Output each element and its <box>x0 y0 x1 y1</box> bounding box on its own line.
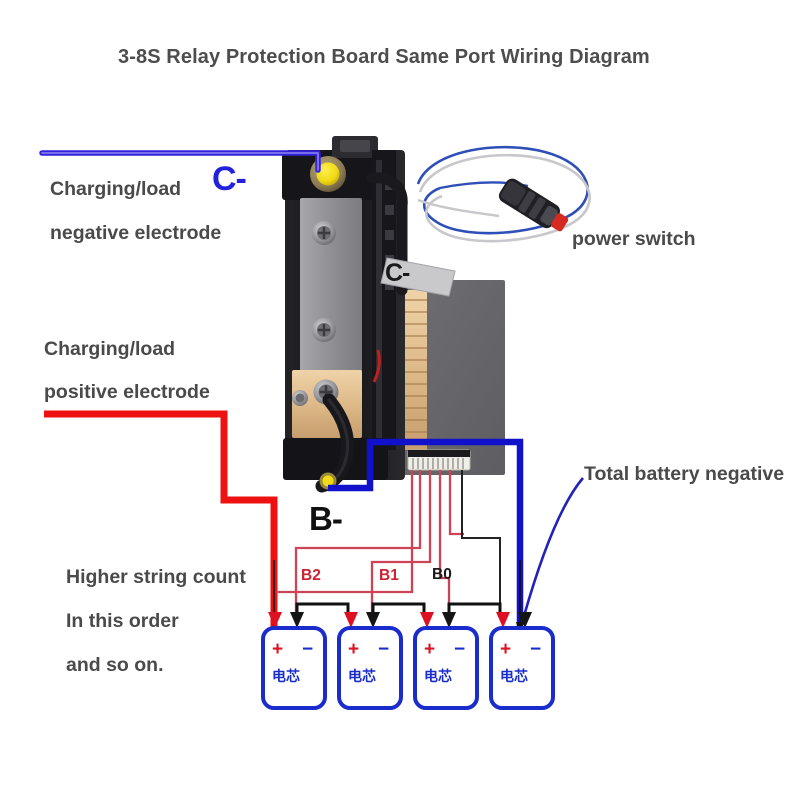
battery-cell <box>261 612 327 710</box>
page-title: 3-8S Relay Protection Board Same Port Wi… <box>118 46 650 68</box>
callout-line-total-battery-negative <box>522 477 584 617</box>
marker-c-minus-callout: C- <box>212 160 247 198</box>
protection-board-module <box>282 136 505 493</box>
cell-name-label: 电芯 <box>348 669 376 685</box>
switch-red-button <box>550 213 569 232</box>
cell-positive-terminal <box>496 612 510 628</box>
cell-negative-terminal <box>442 612 456 628</box>
cell-name-label: 电芯 <box>424 669 452 685</box>
switch-wire-tail <box>417 198 500 218</box>
label-charging-load-positive-line2: positive electrode <box>44 381 210 403</box>
board-relay-stack <box>372 150 396 450</box>
label-power-switch: power switch <box>572 228 696 250</box>
marker-b-minus: B- <box>309 500 343 537</box>
marker-c-minus-board-tag: C- <box>385 259 410 287</box>
cell-minus-sign: − <box>530 639 542 660</box>
label-order-line3: and so on. <box>66 654 164 676</box>
wire-charging-load-negative <box>39 150 321 173</box>
cell-negative-terminal <box>518 612 532 628</box>
cell-minus-sign: − <box>378 639 390 660</box>
battery-cell <box>489 612 555 710</box>
heatsink-screw-top <box>312 221 336 245</box>
board-terminal-strip-teeth <box>405 299 427 433</box>
cell-minus-sign: − <box>302 639 314 660</box>
power-switch-assembly[interactable] <box>416 145 591 243</box>
balance-tap-label-b0: B0 <box>432 566 452 583</box>
label-order-line1: Higher string count <box>66 566 246 588</box>
switch-body[interactable] <box>496 176 572 237</box>
cell-name-label: 电芯 <box>500 669 528 685</box>
switch-wire-blue <box>416 145 589 235</box>
board-relay-rib <box>376 160 382 440</box>
switch-wire-white <box>418 153 591 243</box>
battery-cell <box>337 612 403 710</box>
positive-pad-screw <box>313 379 339 405</box>
battery-cell-group <box>261 612 555 710</box>
cell-positive-terminal <box>344 612 358 628</box>
board-top-connector-slot <box>340 140 370 152</box>
balance-tap-label-b2: B2 <box>301 567 321 584</box>
cell-negative-terminal <box>290 612 304 628</box>
positive-pad-screw-small <box>292 390 308 406</box>
cell-plus-sign: + <box>500 639 512 660</box>
heatsink-screw-bottom <box>312 318 336 342</box>
board-top-black-cable <box>366 172 408 296</box>
label-charging-load-negative-line1: Charging/load <box>50 178 182 200</box>
label-charging-load-negative-line2: negative electrode <box>50 222 222 244</box>
battery-cell <box>413 612 479 710</box>
cell-name-label: 电芯 <box>272 669 300 685</box>
cell-positive-terminal <box>420 612 434 628</box>
board-internal-red-wire <box>372 349 381 383</box>
cell-positive-terminal <box>268 612 282 628</box>
board-heatsink-plate <box>300 198 362 403</box>
cell-plus-sign: + <box>272 639 284 660</box>
c-minus-tag-plate <box>380 257 456 297</box>
label-order-line2: In this order <box>66 610 179 632</box>
cell-negative-terminal <box>366 612 380 628</box>
label-total-battery-negative: Total battery negative <box>584 463 785 485</box>
balance-connector <box>407 449 471 471</box>
cell-interconnect-bars <box>295 602 502 612</box>
board-terminal-strip <box>405 290 427 450</box>
balance-lead-wires <box>276 470 501 616</box>
balance-tap-label-b1: B1 <box>379 567 399 584</box>
board-base <box>283 438 388 480</box>
cell-minus-sign: − <box>454 639 466 660</box>
label-charging-load-positive-line1: Charging/load <box>44 338 176 360</box>
cell-plus-sign: + <box>424 639 436 660</box>
cell-plus-sign: + <box>348 639 360 660</box>
